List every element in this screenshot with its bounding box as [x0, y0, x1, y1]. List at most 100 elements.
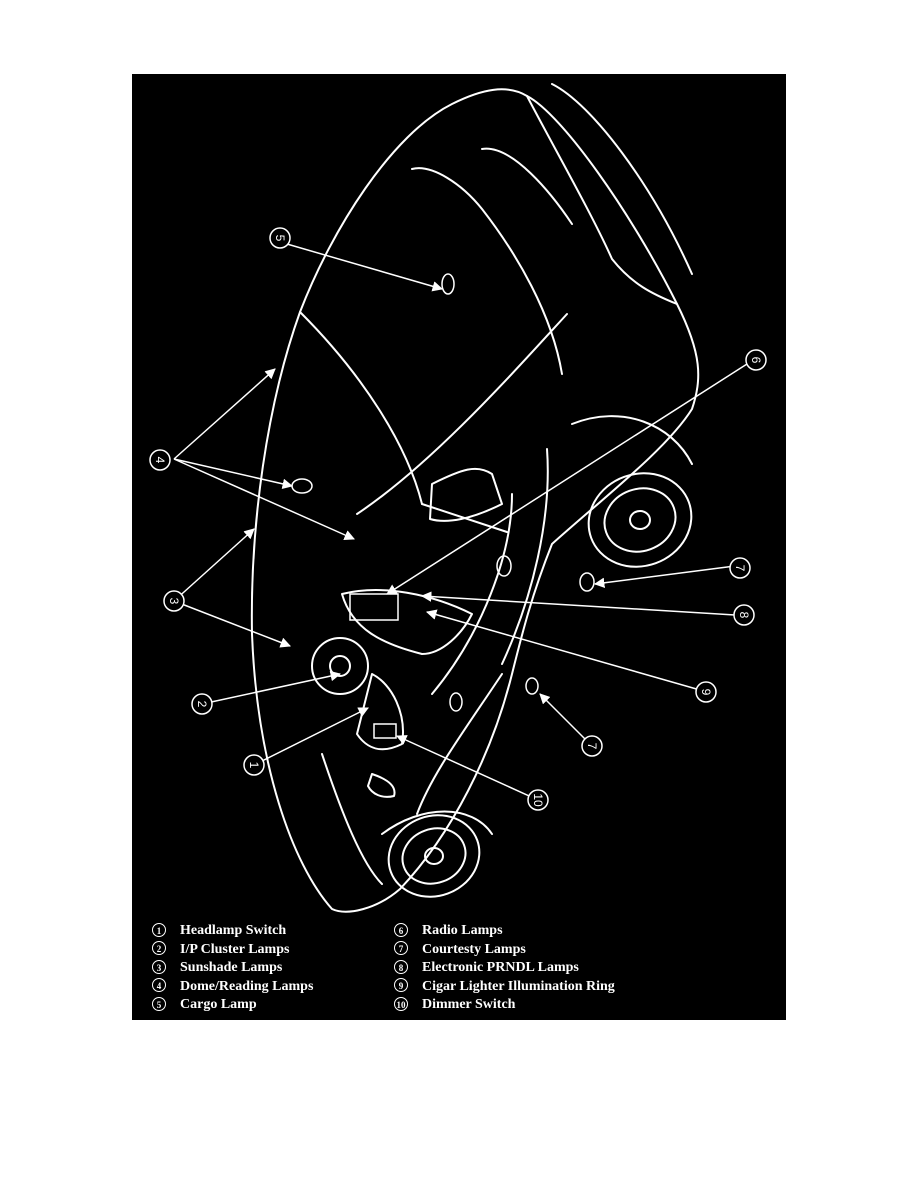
leader-5 — [286, 243, 444, 292]
leader-8 — [420, 591, 736, 616]
leader-4-b — [173, 458, 294, 490]
door-handle-lower — [449, 692, 463, 712]
rear-fender-arch — [571, 415, 693, 465]
leader-3-a — [173, 528, 255, 602]
callout-number: 5 — [273, 235, 287, 242]
door-line-1 — [431, 493, 513, 695]
callout-circle — [191, 693, 213, 715]
legend-number: 3 — [152, 959, 166, 974]
callout-circle — [745, 349, 767, 371]
callout-c4: 4 — [149, 449, 171, 471]
callout-circle — [243, 754, 265, 776]
door-line-2 — [501, 448, 549, 665]
legend-item-electronic-prndl-lamps: 8 Electronic PRNDL Lamps — [394, 959, 615, 978]
callout-circle — [149, 449, 171, 471]
callout-c9: 9 — [695, 681, 717, 703]
legend-label: Courtesty Lamps — [422, 941, 526, 957]
rear-wheel — [587, 472, 693, 568]
callout-circle — [581, 735, 603, 757]
callout-markers: 5 6 4 3 7 8 2 9 1 7 10 — [149, 227, 767, 811]
legend-label: Cigar Lighter Illumination Ring — [422, 978, 615, 994]
legend-number: 8 — [394, 959, 408, 974]
leader-7-lower — [539, 693, 593, 747]
legend-number: 6 — [394, 922, 408, 937]
leader-7-upper — [593, 565, 736, 589]
sill-line — [416, 673, 503, 815]
legend-number: 9 — [394, 978, 408, 993]
callout-c2: 2 — [191, 693, 213, 715]
roof-line — [299, 311, 423, 505]
leader-3-b — [173, 600, 291, 648]
dome-lamp-target — [291, 478, 313, 494]
legend-item-dome-reading-lamps: 4 Dome/Reading Lamps — [152, 978, 313, 997]
callout-c8: 8 — [733, 604, 755, 626]
rear-window — [411, 167, 563, 375]
courtesy-lamp-target-upper — [579, 572, 595, 592]
lamp-targets — [291, 273, 595, 739]
trunk-edge — [526, 95, 678, 305]
steering-hub — [329, 655, 351, 677]
leader-lines — [173, 243, 748, 801]
leader-9 — [425, 609, 701, 691]
callout-number: 3 — [167, 598, 181, 605]
callout-c7-upper: 7 — [729, 557, 751, 579]
callout-number: 8 — [737, 612, 751, 619]
callout-number: 10 — [531, 793, 545, 807]
door-handle-upper — [496, 555, 512, 577]
leader-4-a — [173, 368, 276, 460]
legend-label: Dome/Reading Lamps — [180, 978, 314, 994]
legend-number: 4 — [152, 978, 166, 993]
leader-1 — [253, 707, 369, 766]
callout-c1: 1 — [243, 754, 265, 776]
callout-number: 7 — [585, 743, 599, 750]
callout-c3: 3 — [163, 590, 185, 612]
callout-c7-lower: 7 — [581, 735, 603, 757]
callout-c6: 6 — [745, 349, 767, 371]
legend-number: 7 — [394, 941, 408, 956]
legend-number: 10 — [394, 996, 408, 1011]
legend-label: Electronic PRNDL Lamps — [422, 960, 579, 975]
leader-2 — [201, 670, 342, 705]
callout-circle — [733, 604, 755, 626]
callout-number: 1 — [247, 762, 261, 769]
legend-item-cargo-lamp: 5 Cargo Lamp — [152, 996, 313, 1015]
legend-item-dimmer-switch: 10 Dimmer Switch — [394, 996, 615, 1015]
legend-label: Cargo Lamp — [180, 997, 257, 1012]
hood-line — [321, 753, 383, 885]
radio-panel — [349, 593, 399, 621]
legend-label: Dimmer Switch — [422, 997, 516, 1012]
dimmer-switch-target — [373, 723, 397, 739]
callout-circle — [269, 227, 291, 249]
front-wheel — [387, 814, 481, 898]
dash-outline — [341, 589, 473, 655]
legend-item-courtesy-lamps: 7 Courtesty Lamps — [394, 941, 615, 960]
callout-number: 9 — [699, 689, 713, 696]
legend-label: I/P Cluster Lamps — [180, 941, 290, 957]
legend-item-sunshade-lamps: 3 Sunshade Lamps — [152, 959, 313, 978]
car-body-outline — [250, 83, 700, 913]
headlamp-front — [367, 773, 396, 798]
legend-label: Sunshade Lamps — [180, 960, 283, 975]
callout-circle — [527, 789, 549, 811]
callout-number: 2 — [195, 701, 209, 708]
callout-c10: 10 — [527, 789, 549, 811]
callout-circle — [729, 557, 751, 579]
door-window — [429, 467, 503, 522]
cargo-lamp-target — [441, 273, 455, 295]
callout-circle — [695, 681, 717, 703]
leader-10 — [396, 735, 539, 801]
legend-number: 5 — [152, 996, 166, 1011]
trunk-crease — [481, 147, 573, 225]
body-silhouette — [250, 88, 700, 913]
callout-number: 7 — [733, 565, 747, 572]
side-belt-line — [356, 313, 568, 515]
callout-c5-top: 5 — [269, 227, 291, 249]
front-fender-arch — [381, 810, 493, 835]
vehicle-lamp-diagram: 5 6 4 3 7 8 2 9 1 7 10 — [149, 83, 767, 913]
rear-bumper — [551, 83, 693, 275]
